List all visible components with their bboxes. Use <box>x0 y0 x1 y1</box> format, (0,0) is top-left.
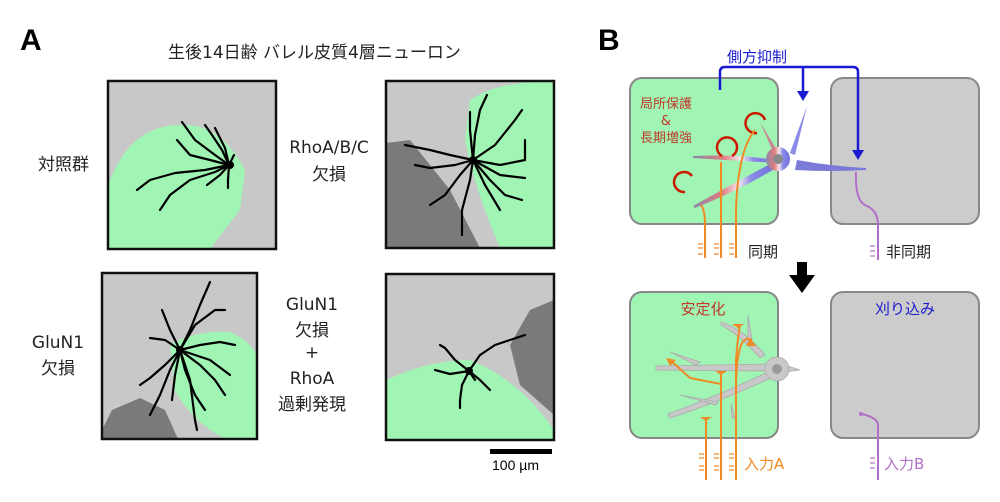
label-rhoa-ko-line2: 欠損 <box>312 165 346 185</box>
input-b-axon-top <box>854 171 879 260</box>
lateral-inhibition-label: 側方抑制 <box>727 48 787 66</box>
label-glun1-ko-line1: GluN1 <box>32 333 84 353</box>
spike-train-icon <box>698 243 734 255</box>
inhibition-arrow <box>718 65 860 150</box>
down-arrow-icon <box>789 262 815 293</box>
label-rhoa-ko-line1: RhoA/B/C <box>289 138 369 158</box>
panel-a-title: 生後14日齢 バレル皮質4層ニューロン <box>168 43 461 63</box>
panel-a-letter: A <box>20 24 42 57</box>
neuron-box-rhoa-ko <box>384 79 556 250</box>
arrowhead-icon <box>797 91 809 101</box>
arrowhead-icon <box>852 150 864 160</box>
spike-train-icon <box>870 245 875 257</box>
input-b-axon-bottom <box>861 413 879 480</box>
barrel-box-bottom-right <box>830 291 980 439</box>
label-rescue-line2: 欠損 <box>295 321 329 341</box>
scale-bar <box>490 449 552 454</box>
sync-label: 同期 <box>748 243 778 261</box>
synapse-markers <box>666 324 756 421</box>
soma <box>176 346 184 354</box>
label-rescue-line4: RhoA <box>290 369 335 389</box>
label-rescue-line1: GluN1 <box>286 295 338 315</box>
spike-train-icon <box>699 453 734 471</box>
soma <box>226 161 234 169</box>
pruning-label: 刈り込み <box>875 300 935 318</box>
label-control: 対照群 <box>38 155 89 175</box>
neuron-box-control <box>106 79 278 251</box>
neuron-top <box>693 106 866 208</box>
soma <box>469 156 477 164</box>
neuron-tracing <box>433 333 527 410</box>
label-glun1-ko-line2: 欠損 <box>41 359 75 379</box>
input-b-label: 入力B <box>884 455 924 473</box>
barrel-box-top-right <box>830 77 980 225</box>
local-protection-line1: 局所保護 <box>640 96 692 112</box>
spike-train-icon <box>870 457 875 469</box>
neuron-tracing <box>138 280 237 432</box>
neuron-nucleus <box>772 364 782 374</box>
scale-bar-label: 100 µm <box>492 457 539 473</box>
ltp-cycle-icons <box>672 111 767 194</box>
synapse-marker <box>859 412 863 416</box>
input-a-axons-bottom <box>669 324 753 480</box>
input-a-label: 入力A <box>744 455 785 473</box>
panel-b-letter: B <box>598 24 620 57</box>
async-label: 非同期 <box>886 243 931 261</box>
label-rescue-line5: 過剰発現 <box>278 395 346 415</box>
stabilization-label: 安定化 <box>680 300 725 318</box>
label-rescue-line3: + <box>305 343 319 363</box>
neuron-tracing <box>403 93 527 237</box>
soma <box>465 367 473 375</box>
local-protection-line2: & <box>661 114 671 129</box>
input-a-axons-top <box>700 129 756 258</box>
neuron-box-glun1-ko <box>100 271 259 441</box>
local-protection-line3: 長期増強 <box>640 131 692 146</box>
neuron-box-rescue <box>384 272 556 442</box>
